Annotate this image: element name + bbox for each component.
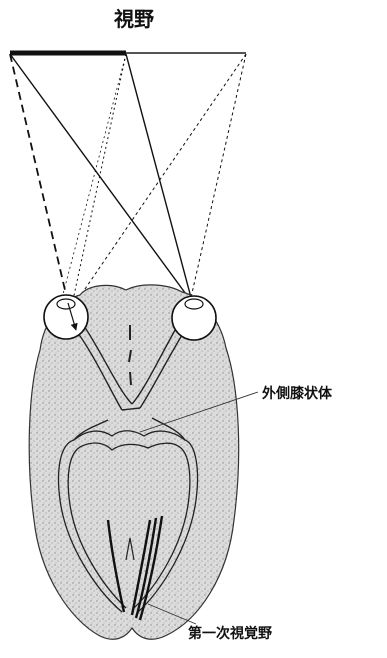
lgn-label: 外側膝状体 (262, 385, 333, 402)
light-rays (10, 54, 246, 316)
left-eye (44, 295, 88, 339)
right-eye (172, 296, 216, 340)
v1-label: 第一次視覚野 (188, 625, 272, 642)
diagram-title: 視野 (113, 7, 154, 31)
